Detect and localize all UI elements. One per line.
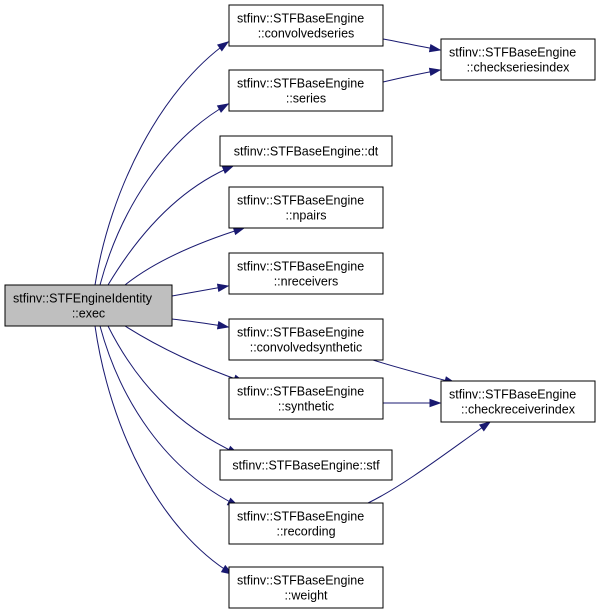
- node-label-line-1: stfinv::STFBaseEngine: [237, 326, 364, 340]
- node-box: [219, 135, 393, 167]
- node-box: [228, 377, 384, 420]
- node-label-line-2: ::convolvedseries: [258, 27, 355, 41]
- node-label-line-2: ::checkseriesindex: [467, 61, 571, 75]
- arrow-head-icon: [216, 321, 230, 330]
- edge-root-to-series: [99, 103, 230, 286]
- arrow-head-icon: [478, 421, 492, 432]
- edge-root-to-dt: [107, 165, 235, 286]
- edge-synthetic-to-checkreceiverindex: [383, 398, 442, 408]
- node-series[interactable]: stfinv::STFBaseEngine::series: [228, 69, 384, 112]
- edge-line: [124, 325, 245, 383]
- node-box: [228, 318, 384, 361]
- node-recording[interactable]: stfinv::STFBaseEngine::recording: [228, 502, 384, 545]
- node-box: [228, 186, 384, 229]
- node-label-line-2: ::series: [286, 92, 326, 106]
- node-box: [228, 252, 384, 295]
- nodes-layer: stfinv::STFEngineIdentity::execstfinv::S…: [4, 4, 596, 609]
- edge-root-to-nreceivers: [171, 283, 230, 297]
- arrow-head-icon: [216, 283, 230, 292]
- edge-line: [367, 421, 491, 504]
- edge-root-to-stf: [107, 325, 240, 455]
- arrow-head-icon: [216, 103, 230, 113]
- node-label-line-1: stfinv::STFBaseEngine: [237, 385, 364, 399]
- node-nreceivers[interactable]: stfinv::STFBaseEngine::nreceivers: [228, 252, 384, 295]
- node-box: [4, 284, 173, 327]
- edge-root-to-npairs: [124, 227, 246, 286]
- node-convolvedseries[interactable]: stfinv::STFBaseEngine::convolvedseries: [228, 4, 384, 47]
- edge-line: [107, 165, 234, 286]
- node-convolvedsynthetic[interactable]: stfinv::STFBaseEngine::convolvedsyntheti…: [228, 318, 384, 361]
- node-box: [228, 502, 384, 545]
- node-label-line-1: stfinv::STFBaseEngine: [237, 574, 364, 588]
- arrow-head-icon: [428, 43, 442, 53]
- node-box: [228, 566, 384, 609]
- edge-line: [99, 103, 229, 286]
- node-root[interactable]: stfinv::STFEngineIdentity::exec: [4, 284, 173, 327]
- edge-convolvedsynthetic-to-checkreceiverindex: [372, 359, 457, 385]
- edge-line: [124, 227, 245, 286]
- arrow-head-icon: [221, 165, 235, 174]
- arrow-head-icon: [232, 227, 246, 236]
- arrow-head-icon: [216, 41, 230, 52]
- node-label-line-2: ::synthetic: [278, 400, 334, 414]
- node-stf[interactable]: stfinv::STFBaseEngine::stf: [219, 449, 393, 481]
- node-box: [440, 380, 596, 423]
- arrow-head-icon: [429, 398, 442, 408]
- node-label-line-1: stfinv::STFBaseEngine::dt: [234, 145, 379, 159]
- edge-root-to-convolvedseries: [94, 41, 230, 286]
- node-label-line-1: stfinv::STFBaseEngine: [237, 12, 364, 26]
- node-label-line-1: stfinv::STFBaseEngine: [237, 260, 364, 274]
- edge-line: [372, 359, 456, 384]
- node-weight[interactable]: stfinv::STFBaseEngine::weight: [228, 566, 384, 609]
- node-label-line-1: stfinv::STFBaseEngine: [237, 77, 364, 91]
- edge-line: [94, 325, 233, 575]
- node-label-line-1: stfinv::STFEngineIdentity: [13, 292, 153, 306]
- arrow-head-icon: [428, 67, 442, 77]
- node-box: [228, 69, 384, 112]
- edge-line: [94, 41, 229, 286]
- edge-line: [107, 325, 239, 455]
- node-label-line-2: ::weight: [284, 589, 328, 603]
- node-synthetic[interactable]: stfinv::STFBaseEngine::synthetic: [228, 377, 384, 420]
- edge-convolvedseries-to-checkseriesindex: [382, 38, 442, 53]
- node-checkseriesindex[interactable]: stfinv::STFBaseEngine::checkseriesindex: [440, 38, 596, 81]
- edge-root-to-weight: [94, 325, 234, 575]
- edge-series-to-checkseriesindex: [382, 67, 442, 83]
- edge-root-to-synthetic: [124, 325, 246, 383]
- node-label-line-2: ::checkreceiverindex: [461, 403, 576, 417]
- node-label-line-1: stfinv::STFBaseEngine: [449, 388, 576, 402]
- node-box: [228, 4, 384, 47]
- node-dt[interactable]: stfinv::STFBaseEngine::dt: [219, 135, 393, 167]
- node-label-line-1: stfinv::STFBaseEngine::stf: [232, 459, 380, 473]
- node-label-line-2: ::convolvedsynthetic: [250, 341, 363, 355]
- node-label-line-2: ::nreceivers: [274, 275, 339, 289]
- edge-line: [99, 325, 239, 507]
- node-label-line-1: stfinv::STFBaseEngine: [237, 194, 364, 208]
- node-npairs[interactable]: stfinv::STFBaseEngine::npairs: [228, 186, 384, 229]
- node-label-line-2: ::npairs: [286, 209, 327, 223]
- node-label-line-2: ::recording: [276, 525, 335, 539]
- edge-recording-to-checkreceiverindex: [367, 421, 492, 504]
- node-box: [219, 449, 393, 481]
- edge-root-to-recording: [99, 325, 240, 507]
- node-label-line-2: ::exec: [72, 307, 105, 321]
- node-checkreceiverindex[interactable]: stfinv::STFBaseEngine::checkreceiverinde…: [440, 380, 596, 423]
- node-label-line-1: stfinv::STFBaseEngine: [449, 46, 576, 60]
- edge-root-to-convolvedsynthetic: [171, 318, 230, 330]
- node-label-line-1: stfinv::STFBaseEngine: [237, 510, 364, 524]
- node-box: [440, 38, 596, 81]
